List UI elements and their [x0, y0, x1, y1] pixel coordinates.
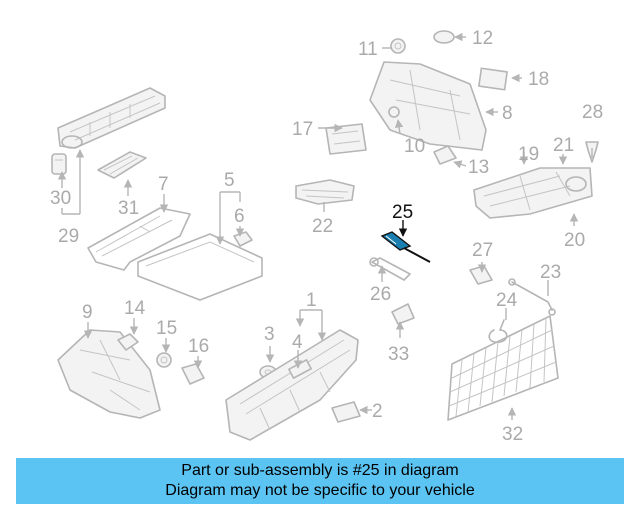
hook-24-drawing: [488, 319, 508, 344]
callout-20: 20: [564, 230, 585, 251]
clip-30-drawing: [51, 153, 67, 175]
callout-30: 30: [50, 188, 71, 209]
parts-diagram: 11 12 18 8 17 10 13 19 21 28 20 22 25 27…: [50, 28, 603, 445]
callout-8: 8: [502, 103, 513, 124]
callout-26: 26: [370, 284, 391, 305]
callout-22: 22: [312, 216, 333, 237]
banner-line-2: Diagram may not be specific to your vehi…: [165, 482, 475, 499]
bracket-33-drawing: [391, 303, 415, 325]
side-panel-9-drawing: [57, 329, 161, 419]
callout-17: 17: [292, 119, 313, 140]
callout-5: 5: [224, 170, 235, 191]
bracket-31-drawing: [97, 151, 147, 179]
quarter-panel-8-drawing: [369, 61, 487, 151]
banner-line-1: Part or sub-assembly is #25 in diagram: [181, 462, 459, 479]
callout-18: 18: [528, 69, 549, 90]
bar-23-drawing: [508, 278, 556, 316]
callout-24: 24: [496, 290, 518, 311]
callout-28: 28: [582, 102, 603, 123]
sill-trim-1-drawing: [225, 329, 359, 441]
small-parts-11-12-drawing: [390, 30, 455, 54]
callout-29: 29: [58, 226, 79, 247]
callout-13: 13: [468, 157, 489, 178]
leader-lines: [57, 32, 593, 420]
callout-2: 2: [372, 401, 383, 422]
callout-9: 9: [82, 302, 93, 323]
callout-32: 32: [502, 424, 523, 445]
callout-4: 4: [292, 332, 303, 353]
tool-kit-22-drawing: [295, 179, 355, 205]
small-parts-14-15-16-drawing: [117, 333, 205, 385]
info-banner: Part or sub-assembly is #25 in diagram D…: [16, 458, 624, 504]
storage-tray-19-drawing: [473, 167, 593, 219]
cargo-net-32-drawing: [447, 315, 559, 421]
callout-12: 12: [472, 28, 493, 49]
wrench-26-drawing: [369, 257, 411, 281]
callout-7: 7: [158, 174, 169, 195]
callout-15: 15: [156, 318, 177, 339]
callout-33: 33: [388, 344, 409, 365]
clip-6-drawing: [233, 231, 253, 247]
callout-16: 16: [188, 336, 209, 357]
clip-13-drawing: [433, 145, 457, 165]
callout-25-highlighted: 25: [392, 202, 413, 223]
callout-31: 31: [118, 198, 139, 219]
callout-numbers: 11 12 18 8 17 10 13 19 21 28 20 22 25 27…: [50, 28, 603, 445]
callout-21: 21: [553, 135, 574, 156]
cargo-mat-5-drawing: [137, 233, 263, 301]
callout-11: 11: [358, 39, 378, 60]
callout-1: 1: [306, 290, 317, 311]
callout-23: 23: [540, 262, 561, 283]
callout-10: 10: [404, 136, 425, 157]
tool-25-drawing: [380, 231, 431, 263]
callout-14: 14: [124, 298, 146, 319]
callout-27: 27: [472, 240, 493, 261]
callout-6: 6: [234, 206, 245, 227]
callout-3: 3: [264, 324, 275, 345]
cargo-cover-drawing: [57, 87, 166, 149]
bracket-2-drawing: [331, 401, 361, 423]
clip-27-drawing: [469, 265, 493, 285]
panel-18-drawing: [478, 67, 508, 91]
callout-19: 19: [518, 144, 539, 165]
